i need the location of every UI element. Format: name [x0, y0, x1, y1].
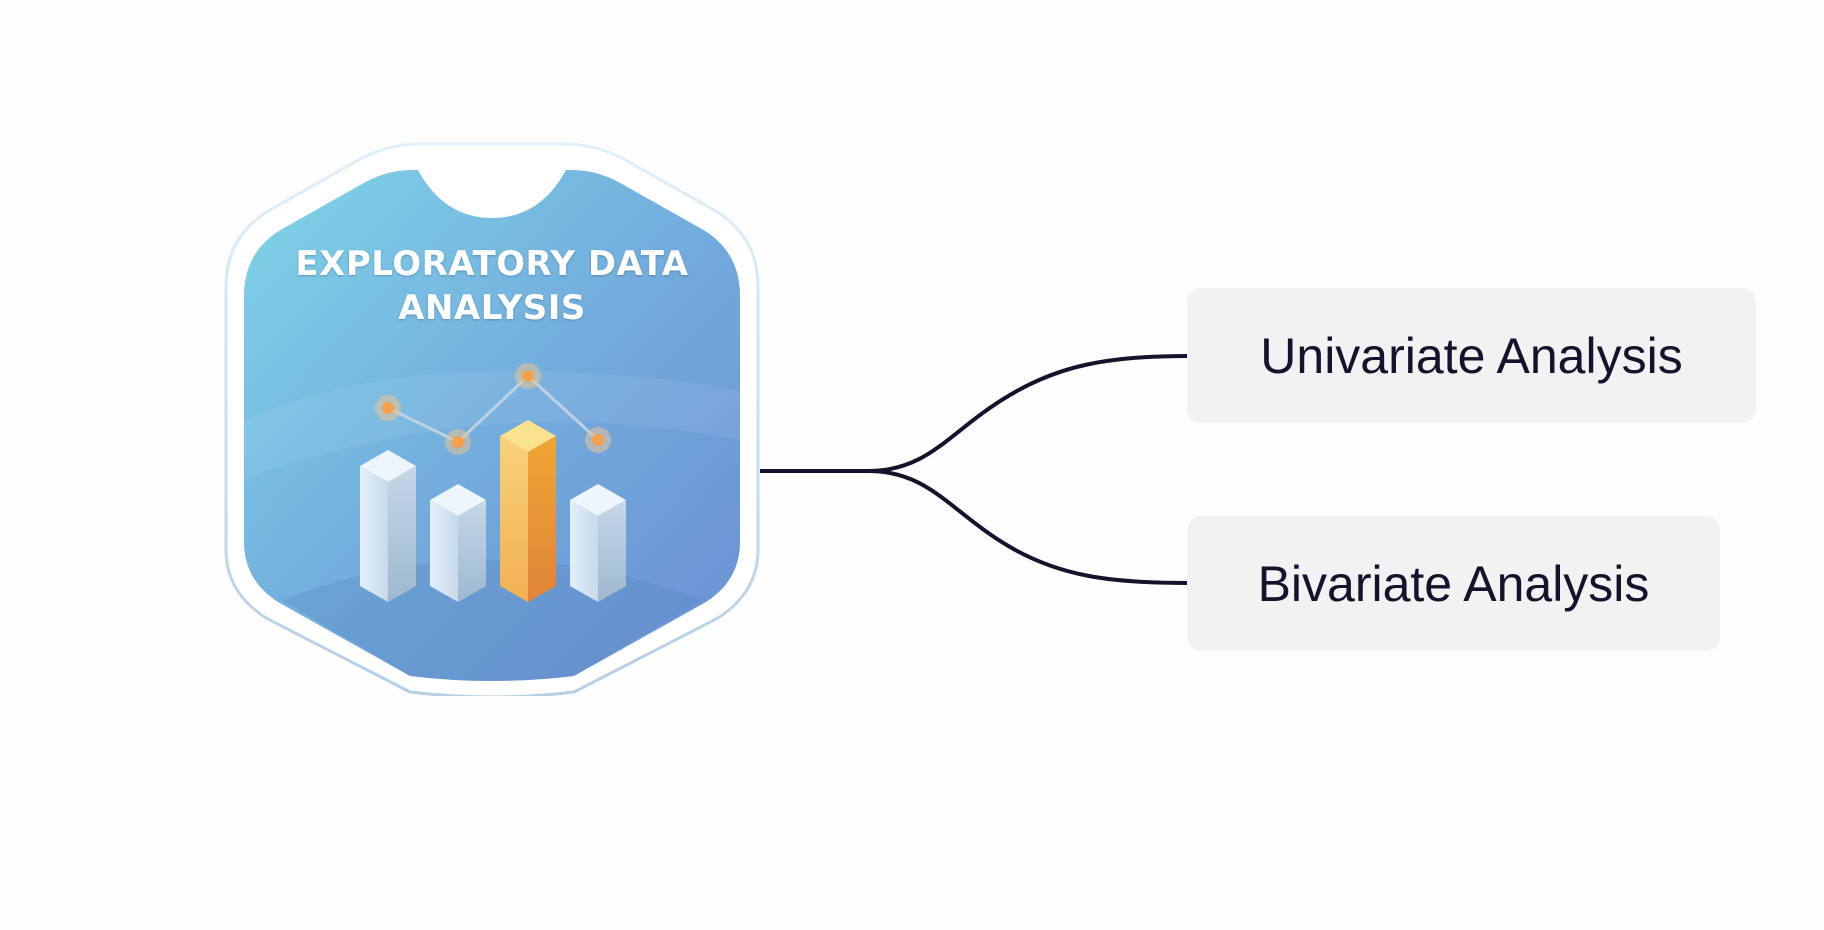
node-bivariate-analysis[interactable]: Bivariate Analysis — [1187, 516, 1720, 651]
badge-top-notch — [418, 170, 566, 218]
root-title-line-2: ANALYSIS — [398, 288, 586, 328]
bar-4 — [570, 484, 626, 602]
trend-points — [375, 363, 611, 455]
bar-1 — [360, 450, 416, 602]
node-univariate-label: Univariate Analysis — [1260, 327, 1683, 384]
bar-2 — [430, 484, 486, 602]
trend-line — [387, 373, 600, 444]
bar-3-highlight — [500, 420, 556, 602]
root-title: EXPLORATORY DATA ANALYSIS — [222, 242, 762, 330]
eda-badge — [224, 142, 760, 696]
connector-to-bivariate — [867, 469, 1188, 585]
node-bivariate-label: Bivariate Analysis — [1257, 555, 1650, 612]
node-univariate-analysis[interactable]: Univariate Analysis — [1187, 288, 1756, 423]
root-title-line-1: EXPLORATORY DATA — [295, 244, 689, 284]
connector-to-univariate — [867, 354, 1188, 473]
